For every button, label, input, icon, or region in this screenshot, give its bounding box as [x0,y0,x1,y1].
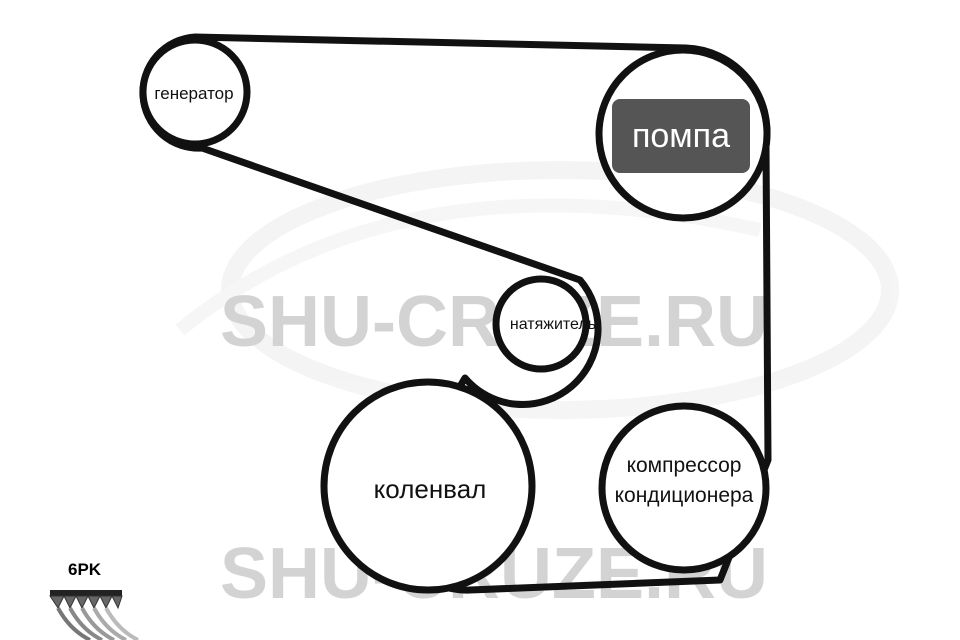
crankshaft-label: коленвал [374,474,487,504]
generator-label: генератор [154,84,233,103]
compressor-label-line2: кондиционера [615,484,754,507]
compressor-label-line1: компрессор [627,454,742,477]
compressor-pulley [598,402,770,574]
belt-profile-icon [49,590,139,640]
tensioner-pulley [492,275,590,373]
generator-pulley [139,36,251,148]
pump-label-background [612,99,750,173]
tensioner-label: натяжитель [510,316,596,333]
pump-label: помпа [632,117,730,155]
crankshaft-pulley [320,378,536,594]
belt-code-label: 6PK [68,560,102,579]
